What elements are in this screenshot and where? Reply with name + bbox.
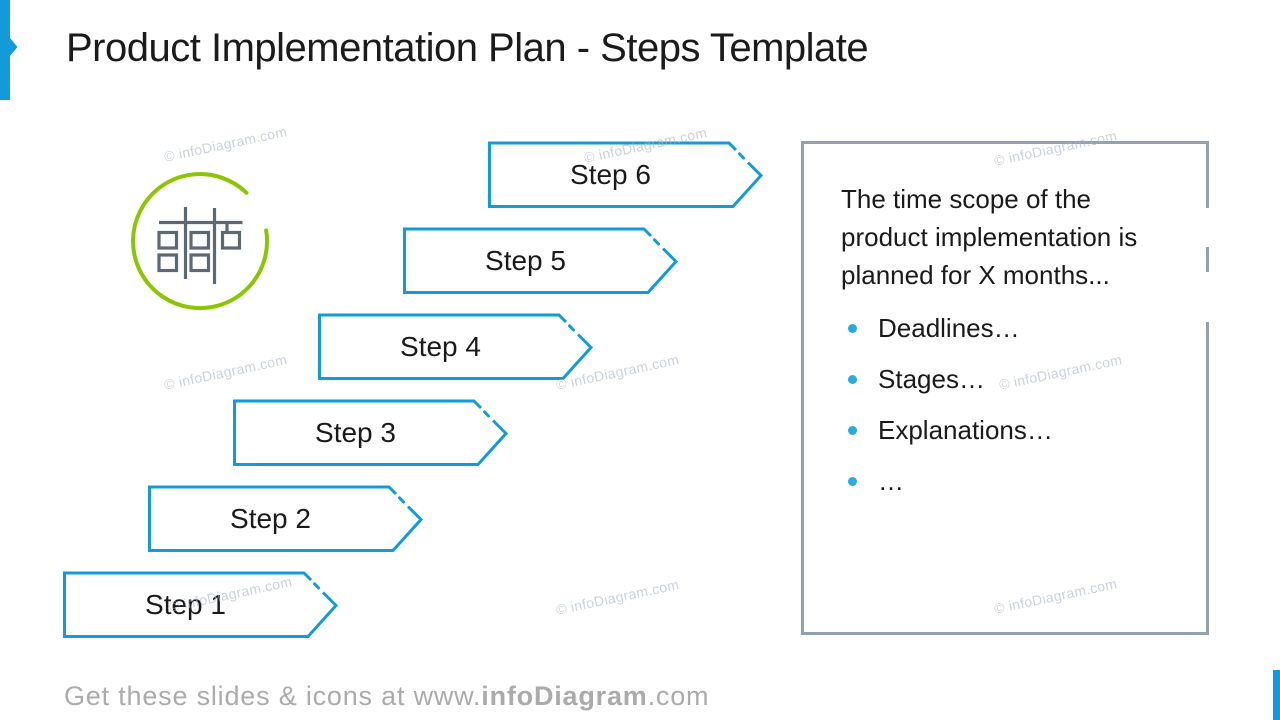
- step-shape-2: Step 2: [148, 484, 438, 554]
- step-label: Step 2: [230, 503, 311, 534]
- info-bullet-list: Deadlines… Stages… Explanations… …: [841, 303, 1174, 507]
- step-label: Step 6: [570, 159, 651, 190]
- border-gap: [1206, 208, 1209, 247]
- footer-brand: infoDiagram: [481, 681, 648, 711]
- bullet-label: Stages…: [878, 364, 985, 394]
- bullet-label: …: [878, 466, 904, 496]
- page-title: Product Implementation Plan - Steps Temp…: [66, 26, 869, 70]
- bullet-item: …: [841, 456, 1174, 507]
- step-label: Step 4: [400, 331, 481, 362]
- info-box: The time scope of the product implementa…: [801, 141, 1209, 635]
- step-label: Step 1: [145, 589, 226, 620]
- step-shape-4: Step 4: [318, 312, 608, 382]
- step-label: Step 3: [315, 417, 396, 448]
- bullet-label: Deadlines…: [878, 313, 1020, 343]
- gantt-plan-icon: [131, 172, 269, 311]
- step-shape-6: Step 6: [488, 140, 778, 210]
- footer-prefix: Get these slides & icons at www.: [64, 681, 482, 711]
- bullet-dot-icon: [848, 375, 857, 384]
- title-accent-arrow-icon: [0, 0, 18, 100]
- watermark: © infoDiagram.com: [554, 576, 681, 618]
- info-box-content: The time scope of the product implementa…: [804, 144, 1206, 507]
- footer-credit: Get these slides & icons at www.infoDiag…: [64, 681, 709, 712]
- bullet-item: Explanations…: [841, 405, 1174, 456]
- border-gap: [1206, 272, 1209, 322]
- watermark: © infoDiagram.com: [162, 351, 289, 393]
- watermark: © infoDiagram.com: [162, 123, 289, 165]
- bullet-label: Explanations…: [878, 415, 1053, 445]
- step-shape-5: Step 5: [403, 226, 693, 296]
- bullet-dot-icon: [848, 477, 857, 486]
- bullet-dot-icon: [848, 426, 857, 435]
- info-box-intro: The time scope of the product implementa…: [841, 184, 1138, 290]
- bullet-item: Deadlines…: [841, 303, 1174, 354]
- bullet-dot-icon: [848, 324, 857, 333]
- step-shape-1: Step 1: [63, 570, 353, 640]
- footer-suffix: .com: [647, 681, 710, 711]
- bottom-right-accent-bar: [1273, 670, 1280, 720]
- bullet-item: Stages…: [841, 354, 1174, 405]
- step-shape-3: Step 3: [233, 398, 523, 468]
- step-label: Step 5: [485, 245, 566, 276]
